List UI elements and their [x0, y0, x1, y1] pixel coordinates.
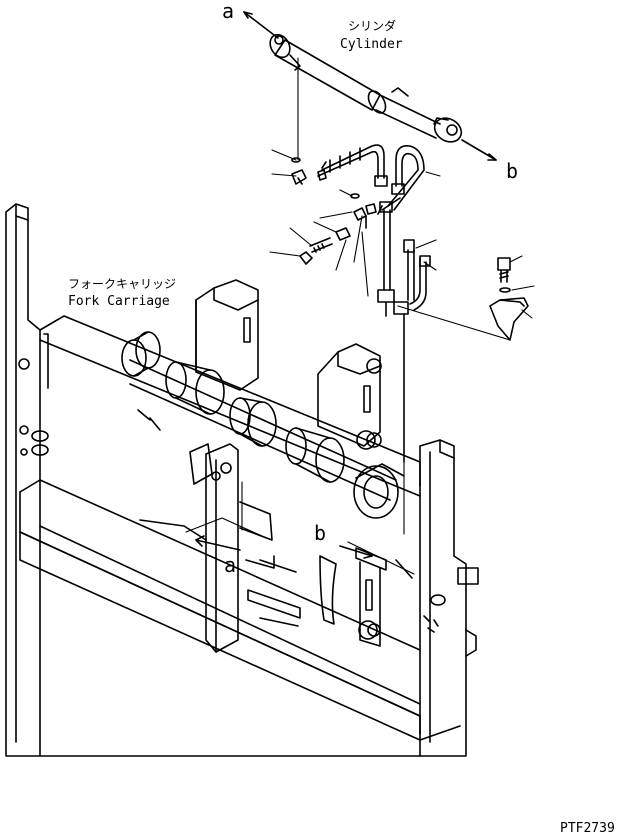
carriage-leader-lines	[185, 461, 415, 575]
fork-carriage	[5, 203, 479, 757]
ref-label-a-top: a	[222, 0, 234, 23]
ref-label-a-bottom: a	[224, 553, 236, 577]
ref-label-b-top: b	[506, 159, 518, 183]
cylinder-label-jp: シリンダ	[348, 18, 396, 33]
fittings-group	[291, 157, 377, 265]
arrow-a-bottom	[195, 535, 241, 551]
bolt-bracket-group	[489, 257, 529, 341]
carriage-label-jp: フォークキャリッジ	[68, 277, 176, 291]
ref-label-b-bottom: b	[314, 521, 326, 545]
arrow-b-top	[461, 139, 497, 161]
carriage-label-en: Fork Carriage	[68, 294, 170, 309]
hydraulic-cylinder	[269, 33, 463, 143]
leader-lines	[269, 57, 535, 341]
drawing-code: PTF2739	[560, 821, 615, 836]
arrow-a-top	[243, 11, 279, 39]
arrow-b-bottom	[339, 545, 373, 559]
cylinder-label-en: Cylinder	[340, 37, 403, 52]
hydraulic-hoses	[317, 144, 431, 463]
